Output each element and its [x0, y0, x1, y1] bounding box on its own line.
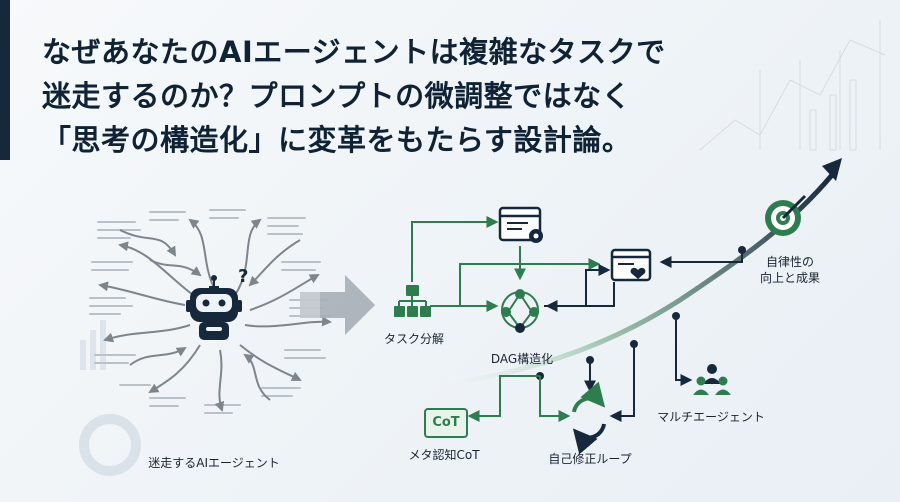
- label-task-decomposition: タスク分解: [383, 332, 445, 346]
- label-self-correction: 自己修正ループ: [548, 452, 632, 466]
- robot-question-mark: ?: [238, 266, 249, 287]
- target-icon: [765, 194, 807, 236]
- headline-line-3: 「思考の構造化」に変革をもたらす設計論。: [42, 123, 632, 157]
- tangled-arrows: [98, 218, 332, 412]
- label-autonomy-line-1: 自律性の: [765, 255, 815, 269]
- headline-line-1: なぜあなたのAIエージェントは複雑なタスクで: [42, 35, 666, 69]
- label-autonomy: 自律性の 向上と成果: [760, 254, 820, 286]
- headline-line-2: 迷走するのか？プロンプトの微調整ではなく: [42, 79, 632, 113]
- background-bars-decoration: [80, 320, 106, 370]
- robot-icon: [186, 275, 242, 340]
- transition-arrow: [300, 275, 375, 335]
- label-meta-cot: メタ認知CoT: [408, 448, 480, 462]
- flow-connectors-navy: [544, 250, 743, 422]
- browser-gear-icon: [498, 206, 543, 243]
- cot-badge: CoT: [424, 408, 468, 438]
- label-multi-agent: マルチエージェント: [657, 410, 765, 424]
- network-icon: [501, 289, 539, 333]
- label-autonomy-line-2: 向上と成果: [759, 271, 821, 285]
- cycle-icon: [572, 381, 606, 455]
- flow-connectors-green: [411, 216, 601, 422]
- text-lines-cluster: [89, 209, 331, 414]
- label-lost-agent: 迷走するAIエージェント: [148, 456, 280, 470]
- accent-bar: [0, 0, 10, 160]
- label-dag-structuring: DAG構造化: [490, 352, 554, 366]
- growth-curve-arrowhead: [822, 158, 842, 181]
- headline: なぜあなたのAIエージェントは複雑なタスクで 迷走するのか？プロンプトの微調整で…: [42, 30, 742, 162]
- team-icon: [693, 364, 731, 395]
- background-pie-decoration: [79, 414, 141, 476]
- hierarchy-icon: [394, 285, 431, 317]
- browser-heart-icon: [610, 248, 652, 282]
- background-chart-decoration: [699, 20, 886, 151]
